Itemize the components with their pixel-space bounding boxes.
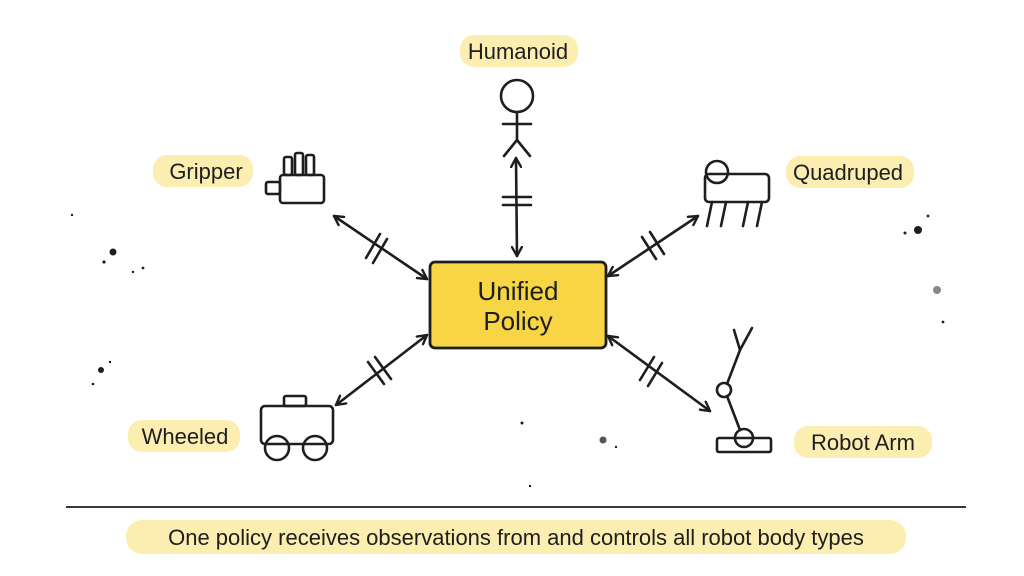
humanoid-label: Humanoid bbox=[468, 39, 568, 64]
caption-text: One policy receives observations from an… bbox=[168, 525, 864, 550]
robot-arm-label: Robot Arm bbox=[811, 430, 915, 455]
robot-arm-icon bbox=[715, 326, 773, 454]
gripper-hand-icon bbox=[264, 151, 326, 205]
center-label-line2: Policy bbox=[483, 306, 552, 336]
connector-gripper bbox=[332, 214, 429, 281]
unified-policy-node: Unified Policy bbox=[428, 260, 608, 350]
wheeled-node: Wheeled bbox=[128, 394, 335, 462]
connector-quadruped bbox=[606, 214, 700, 278]
connector-robot-arm bbox=[606, 334, 712, 413]
gripper-node: Gripper bbox=[153, 151, 326, 205]
quadruped-label: Quadruped bbox=[793, 160, 903, 185]
gripper-label: Gripper bbox=[169, 159, 242, 184]
connector-wheeled bbox=[334, 333, 429, 407]
center-label-line1: Unified bbox=[478, 276, 559, 306]
caption: One policy receives observations from an… bbox=[126, 520, 906, 554]
stick-figure-icon bbox=[499, 78, 535, 158]
quadruped-node: Quadruped bbox=[703, 156, 914, 228]
connector-humanoid bbox=[501, 156, 533, 258]
wheeled-label: Wheeled bbox=[142, 424, 229, 449]
quadruped-robot-icon bbox=[703, 159, 771, 228]
wheeled-robot-icon bbox=[259, 394, 335, 462]
humanoid-node: Humanoid bbox=[460, 35, 578, 158]
robot-arm-node: Robot Arm bbox=[715, 326, 932, 458]
ink-specks bbox=[70, 213, 945, 488]
